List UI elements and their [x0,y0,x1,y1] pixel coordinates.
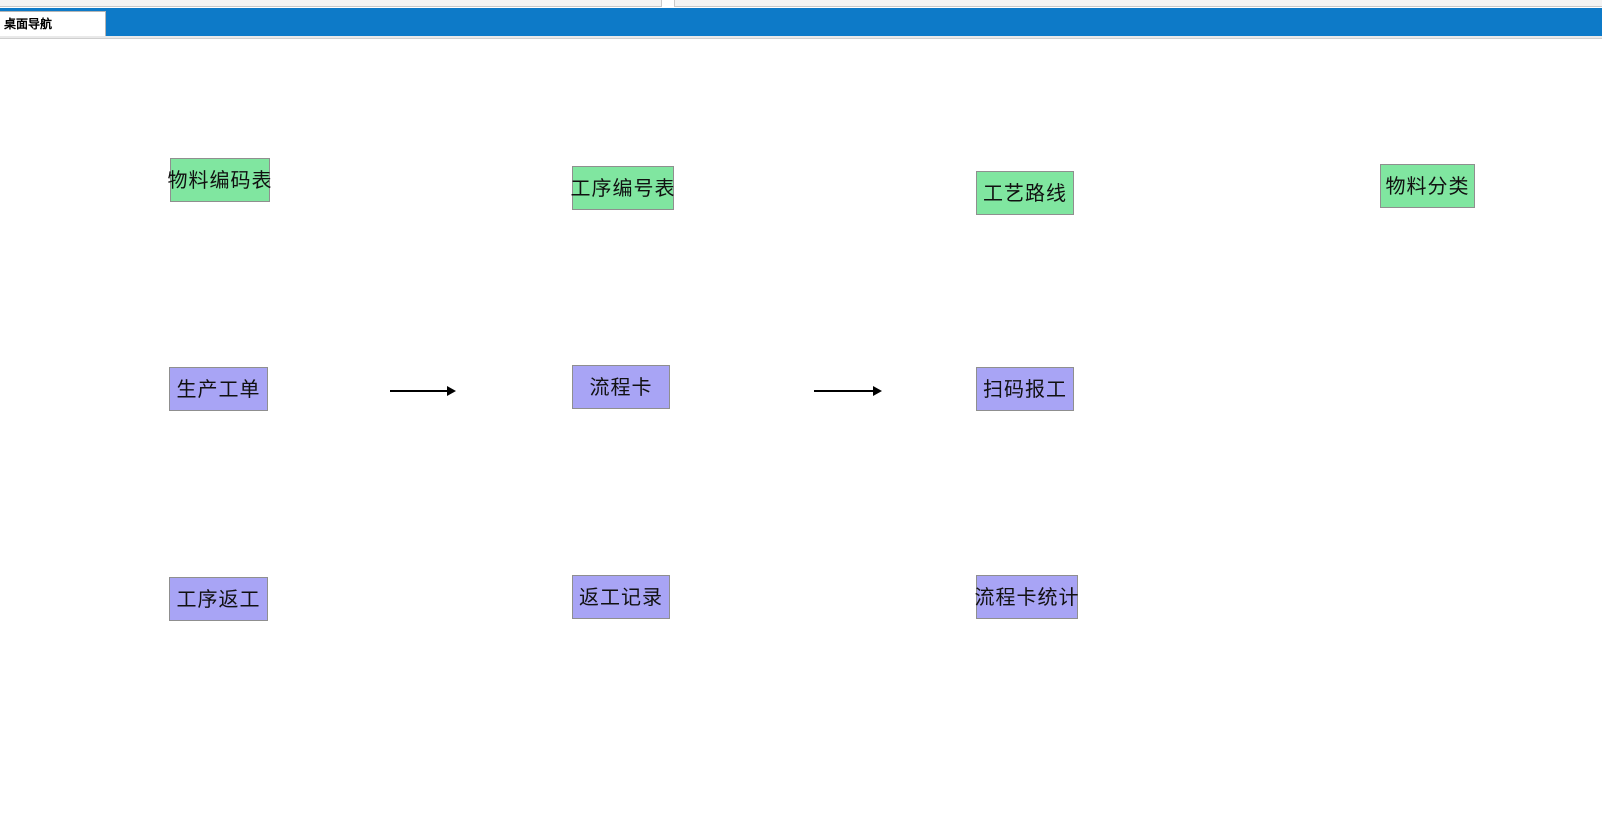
arrow-line [814,390,874,392]
flow-arrow-workorder-to-flowcard [390,385,456,397]
nav-node-material-category[interactable]: 物料分类 [1380,164,1475,208]
tab-bar [0,8,1602,36]
nav-node-process-number-table[interactable]: 工序编号表 [570,166,676,210]
arrow-head-icon [873,386,882,396]
nav-node-label: 物料编码表 [167,168,273,192]
nav-node-scan-code-report[interactable]: 扫码报工 [976,367,1074,411]
arrow-head-icon [447,386,456,396]
nav-node-process-route[interactable]: 工艺路线 [976,171,1074,215]
nav-node-label: 流程卡 [589,375,653,399]
window-strip-nub [661,0,675,7]
nav-node-production-work-order[interactable]: 生产工单 [169,367,268,411]
nav-node-flow-card-statistics[interactable]: 流程卡统计 [974,575,1080,619]
tab-desktop-navigation-label: 桌面导航 [4,17,53,31]
arrow-line [390,390,448,392]
nav-node-material-code-table[interactable]: 物料编码表 [167,158,273,202]
navigation-canvas: 物料编码表 工序编号表 工艺路线 物料分类生产工单 流程卡 扫码报工工序返工 返工记录 流程卡… [0,40,1602,834]
flow-arrow-flowcard-to-scanreport [814,385,882,397]
nav-node-label: 物料分类 [1385,174,1470,198]
nav-node-flow-card[interactable]: 流程卡 [572,365,670,409]
nav-node-label: 扫码报工 [983,377,1067,401]
nav-node-label: 工序返工 [176,587,261,611]
window-top-strip [0,0,1602,7]
nav-node-label: 工艺路线 [983,181,1067,205]
nav-node-process-rework[interactable]: 工序返工 [169,577,268,621]
nav-node-rework-record[interactable]: 返工记录 [572,575,670,619]
nav-node-label: 工序编号表 [570,176,676,200]
tab-bar-underline [0,36,1602,39]
nav-node-label: 流程卡统计 [974,585,1080,609]
nav-node-label: 生产工单 [176,377,261,401]
application-chrome: 桌面导航 [0,0,1602,40]
nav-node-label: 返工记录 [579,585,663,609]
tab-desktop-navigation[interactable]: 桌面导航 [0,11,106,36]
